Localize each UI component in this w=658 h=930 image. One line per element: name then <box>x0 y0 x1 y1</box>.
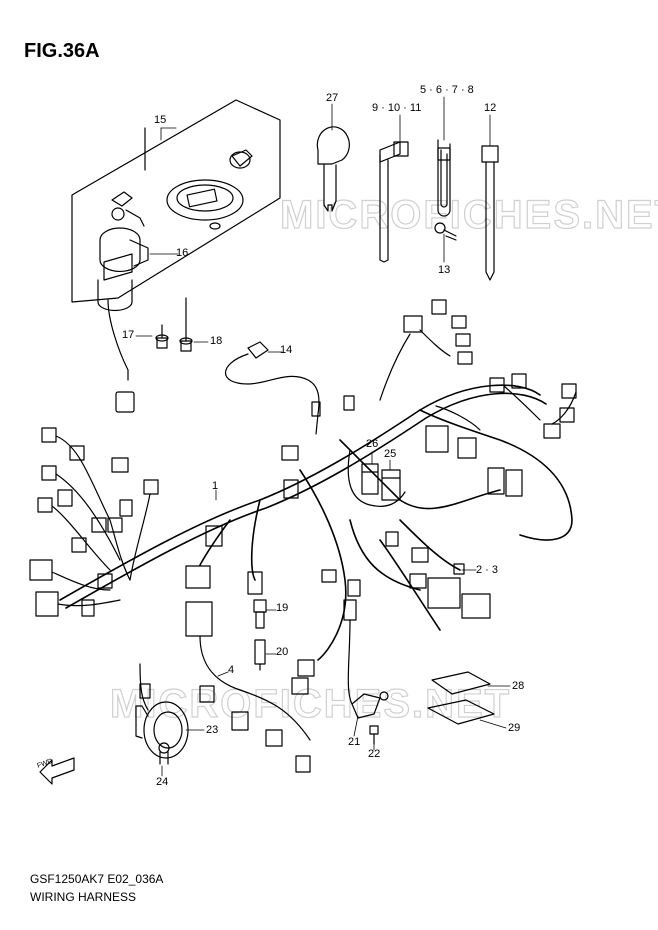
relay-25 <box>381 469 401 501</box>
callout-28: 28 <box>512 680 525 692</box>
main-harness <box>59 384 573 661</box>
watermark-bottom: MICROFICHES.NET <box>110 682 511 726</box>
screw-17 <box>155 324 169 349</box>
junction-box <box>427 577 461 609</box>
relay-harness-loop <box>347 449 406 507</box>
bolt-22 <box>369 725 379 745</box>
ignition-switch-set-box <box>71 99 281 303</box>
connector-mid-10 <box>411 547 429 563</box>
left-connector-cluster <box>29 427 159 617</box>
connector-mid-7 <box>321 569 337 583</box>
callout-25: 25 <box>384 448 397 460</box>
ignition-switch <box>97 191 149 312</box>
connector-mid-8 <box>347 579 361 597</box>
callout-13: 13 <box>438 264 451 276</box>
sensor-21 <box>347 619 389 719</box>
sub-harness-4 <box>185 601 315 773</box>
callout-29: 29 <box>508 722 521 734</box>
callout-23: 23 <box>206 724 219 736</box>
bolt-13 <box>434 222 457 241</box>
bolt-24 <box>158 742 170 765</box>
callout-27: 27 <box>326 92 339 104</box>
fuse-2-3 <box>453 563 465 575</box>
callout-4: 4 <box>228 664 235 676</box>
callout-26: 26 <box>366 438 379 450</box>
figure-title: FIG.36A <box>24 40 100 62</box>
lock-cylinder <box>229 149 253 169</box>
callout-21: 21 <box>348 736 361 748</box>
upper-right-connector-cluster <box>343 299 577 497</box>
callout-14: 14 <box>280 344 293 356</box>
junction-box-side <box>461 593 491 619</box>
callout-17: 17 <box>122 329 135 341</box>
sensor-20 <box>254 639 266 671</box>
fwd-arrow <box>39 757 75 785</box>
callout-16: 16 <box>176 247 189 259</box>
screw-18 <box>179 297 193 352</box>
callout-20: 20 <box>276 646 289 658</box>
ignition-lead-wire <box>107 299 129 381</box>
ignition-connector <box>115 391 135 413</box>
leader-lines <box>135 96 511 777</box>
callout-9-11: 9 · 10 · 11 <box>372 102 422 114</box>
wire-clamp-5-8 <box>437 139 451 217</box>
switch-19 <box>253 599 267 629</box>
callout-2-3: 2 · 3 <box>476 564 499 576</box>
watermark-top: MICROFICHES.NET <box>280 193 658 237</box>
connector-mid-11 <box>409 573 427 589</box>
wire-clamp-9-11 <box>379 141 409 263</box>
connector-mid-6 <box>385 531 399 547</box>
callout-12: 12 <box>484 102 497 114</box>
fwd-label: FWD <box>36 758 53 770</box>
connector-mid-4 <box>185 565 211 589</box>
pad-28 <box>431 671 491 695</box>
callout-5-8: 5 · 6 · 7 · 8 <box>420 84 474 96</box>
sensor-14 <box>224 341 321 435</box>
callout-22: 22 <box>368 748 381 760</box>
relay-26 <box>361 463 379 495</box>
section-name: WIRING HARNESS <box>30 890 137 904</box>
model-code: GSF1250AK7 E02_036A <box>30 872 164 886</box>
callout-19: 19 <box>276 602 289 614</box>
callout-18: 18 <box>210 335 223 347</box>
pad-29 <box>427 699 495 725</box>
connector-mid-3 <box>205 525 223 547</box>
callout-24: 24 <box>156 776 169 788</box>
fuel-tank-cap <box>166 179 244 230</box>
callout-15: 15 <box>154 114 167 126</box>
connector-mid-1 <box>281 445 299 461</box>
callout-1: 1 <box>212 480 219 492</box>
connector-mid-2 <box>283 479 299 499</box>
connector-mid-5 <box>247 571 263 595</box>
ignition-key <box>316 126 350 212</box>
